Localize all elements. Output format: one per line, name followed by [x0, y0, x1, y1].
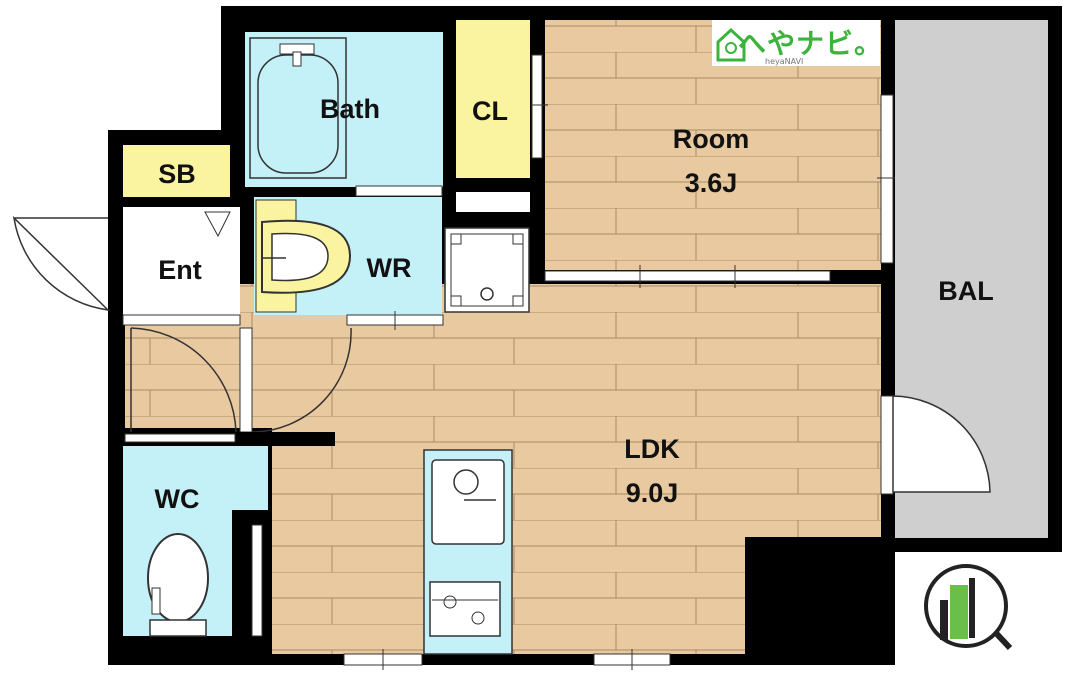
ent-shoebox-door: [204, 211, 231, 238]
bath-door: [355, 185, 443, 197]
closet-bottom-shelf: [456, 192, 530, 212]
building-watermark-icon: [918, 562, 1016, 662]
washbasin-icon: [255, 199, 352, 313]
black-column: [745, 537, 895, 665]
house-logo-icon: [716, 27, 746, 62]
bathtub-icon: [249, 37, 347, 179]
kitchen-counter: [423, 449, 513, 655]
hall-door-left: [130, 327, 237, 433]
wc-label: WC: [155, 484, 200, 514]
logo-subtext: heyaNAVI: [765, 57, 804, 66]
room-window: [880, 94, 894, 264]
hall-door-right: [239, 327, 352, 433]
ldk-floor-right: [745, 428, 881, 537]
washing-machine-pan-icon: [444, 227, 530, 313]
room-label: Room: [673, 124, 750, 154]
ldk-size: 9.0J: [626, 478, 679, 508]
wc-door-frame: [124, 433, 236, 443]
closet-area: [456, 20, 530, 178]
shoebox-label: SB: [158, 159, 196, 189]
balcony-label: BAL: [938, 276, 994, 306]
entrance-door: [12, 215, 111, 312]
balcony-door: [880, 395, 991, 495]
closet-door: [531, 54, 543, 159]
room-size: 3.6J: [685, 168, 738, 198]
wc-door-slim: [251, 524, 263, 637]
entrance-label: Ent: [158, 255, 202, 285]
shoebox-area: [123, 145, 230, 197]
closet-label: CL: [472, 96, 508, 126]
toilet-icon: [147, 533, 209, 637]
washroom-label: WR: [367, 253, 412, 283]
room-sliding-door: [544, 270, 831, 282]
logo-text: へやナビ。: [738, 27, 884, 60]
ldk-label: LDK: [624, 434, 680, 464]
entrance-threshold: [122, 314, 241, 326]
bath-label: Bath: [320, 94, 380, 124]
